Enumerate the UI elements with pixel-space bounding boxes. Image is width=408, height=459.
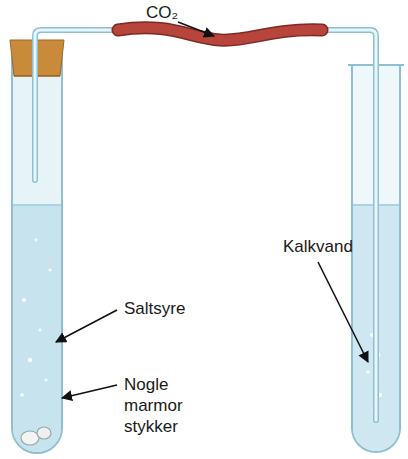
leader-lines — [56, 22, 368, 398]
acid-label: Saltsyre — [124, 298, 185, 319]
marble-pieces — [21, 427, 51, 445]
marble-label: Nogle marmor stykker — [124, 374, 202, 437]
rubber-hose — [118, 28, 322, 40]
gas-label: CO₂ — [146, 2, 178, 23]
glass-tube — [35, 30, 376, 420]
solution-label: Kalkvand — [283, 236, 353, 257]
